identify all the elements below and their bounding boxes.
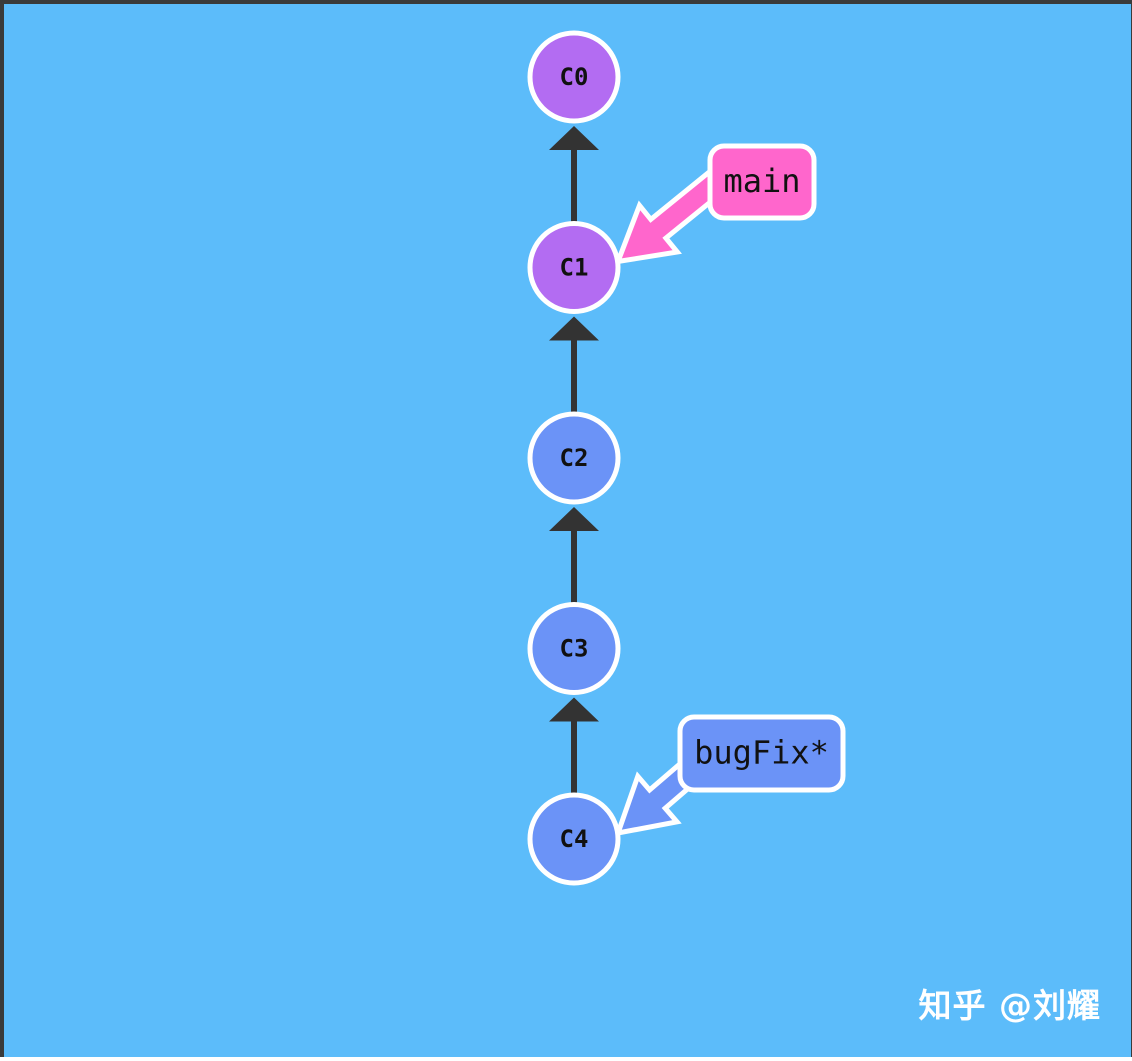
commit-circle — [527, 602, 621, 695]
edge-arrowhead — [549, 316, 599, 341]
branch-tag-label: bugFix* — [694, 734, 829, 772]
branch-tag-box — [677, 714, 846, 793]
branch-labels-layer: main bugFix* — [677, 143, 846, 793]
commit-circle — [527, 30, 621, 124]
commit-node-c0[interactable]: C0 — [527, 30, 621, 124]
edge-C1-C0 — [549, 126, 599, 224]
edge-arrowhead — [549, 126, 599, 150]
commit-node-c2[interactable]: C2 — [527, 411, 621, 505]
commit-circle — [527, 792, 621, 886]
branch-tag-main[interactable]: main — [707, 143, 817, 221]
edge-arrowhead — [549, 697, 599, 722]
watermark: 知乎 @刘耀 — [918, 986, 1101, 1025]
commit-label: C3 — [560, 635, 589, 663]
commit-label: C4 — [560, 825, 589, 853]
commit-node-c1[interactable]: C1 — [527, 221, 621, 314]
commit-label: C2 — [560, 444, 589, 472]
edges-layer — [549, 126, 599, 795]
commit-circle — [527, 411, 621, 505]
edge-C3-C2 — [549, 507, 599, 605]
commit-label: C1 — [560, 254, 589, 282]
branch-tag-label: main — [723, 162, 800, 200]
edge-arrowhead — [549, 507, 599, 531]
edge-C4-C3 — [549, 697, 599, 795]
edge-C2-C1 — [549, 316, 599, 414]
commit-node-c3[interactable]: C3 — [527, 602, 621, 695]
branch-tag-box — [707, 143, 817, 221]
commit-node-c4[interactable]: C4 — [527, 792, 621, 886]
commit-label: C0 — [560, 63, 589, 91]
commit-circle — [527, 221, 621, 314]
branch-tag-bugFix[interactable]: bugFix* — [677, 714, 846, 793]
